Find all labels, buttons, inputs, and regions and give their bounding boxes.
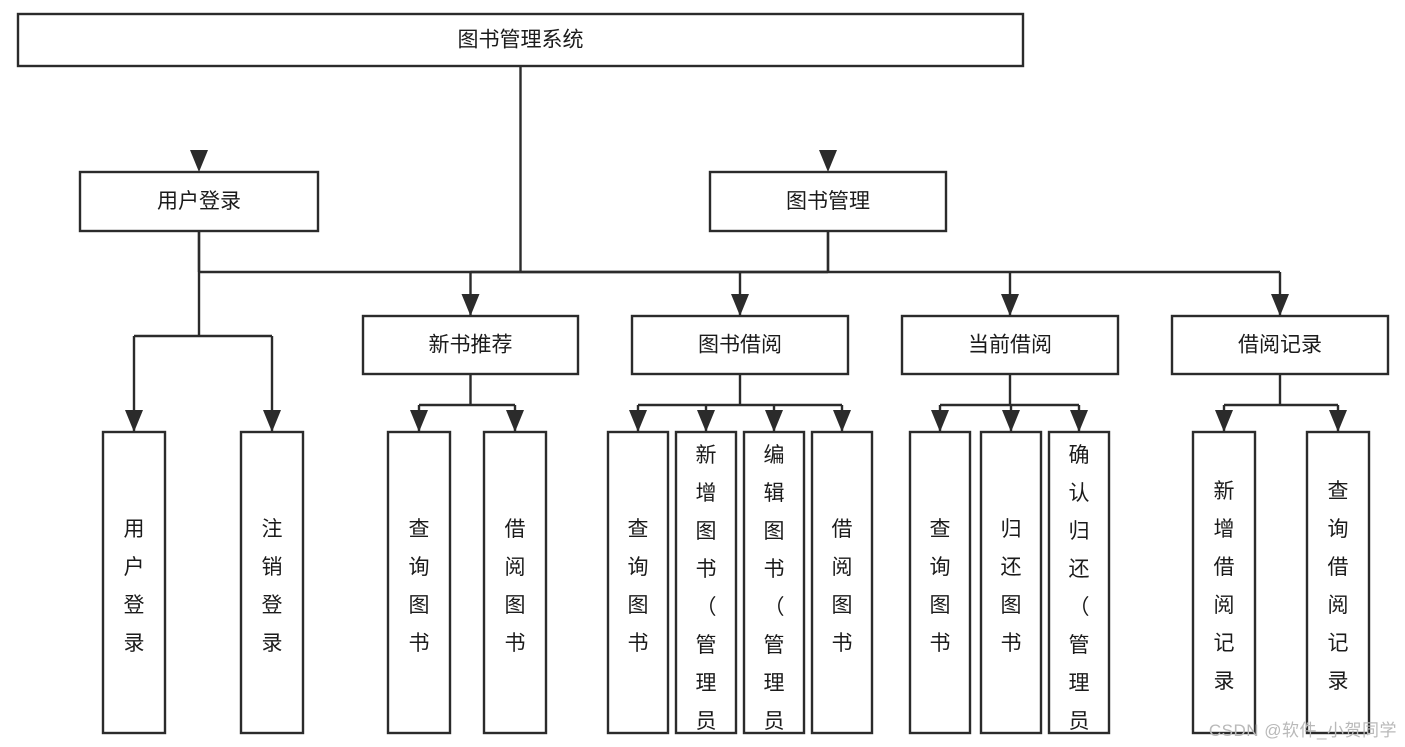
arrow-head-icon-query-borrow-record: [1329, 410, 1347, 432]
node-box-new-book-recommend[interactable]: [361, 314, 580, 376]
node-label-return-book: 归还图书: [1001, 518, 1022, 655]
node-box-undefined[interactable]: [16, 12, 1025, 68]
node-box-user-login-do[interactable]: [101, 430, 167, 735]
node-box-book-management[interactable]: [708, 170, 948, 233]
node-box-add-borrow-record[interactable]: [1191, 430, 1257, 735]
node-user-logout[interactable]: 注销登录: [239, 430, 305, 735]
arrow-head-icon-add-book: [697, 410, 715, 432]
arrow-head-icon-borrow-record: [1271, 294, 1289, 316]
node-label-add-book: 新增图书（管理员）: [696, 444, 717, 747]
node-label-book-borrow: 图书借阅: [698, 334, 782, 357]
node-box-edit-book[interactable]: [742, 430, 806, 735]
node-label-borrow-book-2: 借阅图书: [832, 518, 853, 655]
node-query-book-2[interactable]: 查询图书: [606, 430, 670, 735]
node-label-query-book-3: 查询图书: [930, 518, 951, 655]
node-query-book-1[interactable]: 查询图书: [386, 430, 452, 735]
node-box-confirm-return[interactable]: [1047, 430, 1111, 735]
node-layer: 图书管理系统用户登录图书管理用户登录注销登录新书推荐图书借阅当前借阅借阅记录查询…: [16, 12, 1390, 747]
node-label-new-book-recommend: 新书推荐: [429, 334, 513, 357]
node-label-borrow-book-1: 借阅图书: [505, 518, 526, 655]
node-borrow-book-1[interactable]: 借阅图书: [482, 430, 548, 735]
arrow-head-icon-user-login-do: [125, 410, 143, 432]
node-label-user-login-do: 用户登录: [124, 518, 145, 655]
node-confirm-return[interactable]: 确认归还（管理员）: [1047, 430, 1111, 747]
arrow-head-icon-borrow-book-1: [506, 410, 524, 432]
node-box-borrow-book-2[interactable]: [810, 430, 874, 735]
watermark-label: CSDN @软件_小贺同学: [1208, 721, 1397, 740]
node-box-current-borrow[interactable]: [900, 314, 1120, 376]
node-new-book-recommend[interactable]: 新书推荐: [361, 314, 580, 376]
arrow-head-icon-borrow-book-2: [833, 410, 851, 432]
arrow-head-icon-add-borrow-record: [1215, 410, 1233, 432]
node-return-book[interactable]: 归还图书: [979, 430, 1043, 735]
node-box-add-book[interactable]: [674, 430, 738, 735]
arrow-head-icon-query-book-1: [410, 410, 428, 432]
node-label-borrow-record: 借阅记录: [1238, 334, 1322, 357]
arrow-head-icon-book-borrow: [731, 294, 749, 316]
node-label-query-book-2: 查询图书: [628, 518, 649, 655]
node-box-borrow-record[interactable]: [1170, 314, 1390, 376]
arrow-head-icon-book-management: [819, 150, 837, 172]
node-book-borrow[interactable]: 图书借阅: [630, 314, 850, 376]
node-box-user-login[interactable]: [78, 170, 320, 233]
arrow-head-icon-query-book-3: [931, 410, 949, 432]
node-box-borrow-book-1[interactable]: [482, 430, 548, 735]
node-box-return-book[interactable]: [979, 430, 1043, 735]
node-current-borrow[interactable]: 当前借阅: [900, 314, 1120, 376]
node-query-borrow-record[interactable]: 查询借阅记录: [1305, 430, 1371, 735]
node-add-borrow-record[interactable]: 新增借阅记录: [1191, 430, 1257, 735]
node-borrow-record[interactable]: 借阅记录: [1170, 314, 1390, 376]
node-label-book-management: 图书管理: [786, 190, 870, 213]
node-user-login[interactable]: 用户登录: [78, 170, 320, 233]
node-label-undefined: 图书管理系统: [458, 29, 584, 52]
node-box-book-borrow[interactable]: [630, 314, 850, 376]
node-label-query-borrow-record: 查询借阅记录: [1328, 480, 1349, 693]
node-label-confirm-return: 确认归还（管理员）: [1069, 444, 1090, 747]
arrow-head-icon-return-book: [1002, 410, 1020, 432]
node-label-edit-book: 编辑图书（管理员）: [764, 444, 785, 747]
node-book-management[interactable]: 图书管理: [708, 170, 948, 233]
node-box-user-logout[interactable]: [239, 430, 305, 735]
arrow-head-icon-query-book-2: [629, 410, 647, 432]
node-label-query-book-1: 查询图书: [409, 518, 430, 655]
arrow-head-icon-new-book-recommend: [461, 294, 480, 316]
node-label-user-login: 用户登录: [157, 190, 241, 213]
node-add-book[interactable]: 新增图书（管理员）: [674, 430, 738, 747]
arrow-head-icon-confirm-return: [1070, 410, 1088, 432]
node-box-query-book-2[interactable]: [606, 430, 670, 735]
arrow-head-icon-user-login: [190, 150, 208, 172]
arrow-head-icon-current-borrow: [1001, 294, 1019, 316]
node-box-query-borrow-record[interactable]: [1305, 430, 1371, 735]
node-user-login-do[interactable]: 用户登录: [101, 430, 167, 735]
node-box-query-book-3[interactable]: [908, 430, 972, 735]
node-label-current-borrow: 当前借阅: [968, 334, 1052, 357]
arrow-head-icon-edit-book: [765, 410, 783, 432]
node-undefined[interactable]: 图书管理系统: [16, 12, 1025, 68]
connector-layer: [125, 66, 1347, 432]
arrow-head-icon-user-logout: [263, 410, 281, 432]
node-label-user-logout: 注销登录: [262, 518, 283, 655]
node-box-query-book-1[interactable]: [386, 430, 452, 735]
node-query-book-3[interactable]: 查询图书: [908, 430, 972, 735]
node-edit-book[interactable]: 编辑图书（管理员）: [742, 430, 806, 747]
node-borrow-book-2[interactable]: 借阅图书: [810, 430, 874, 735]
node-label-add-borrow-record: 新增借阅记录: [1214, 480, 1235, 693]
